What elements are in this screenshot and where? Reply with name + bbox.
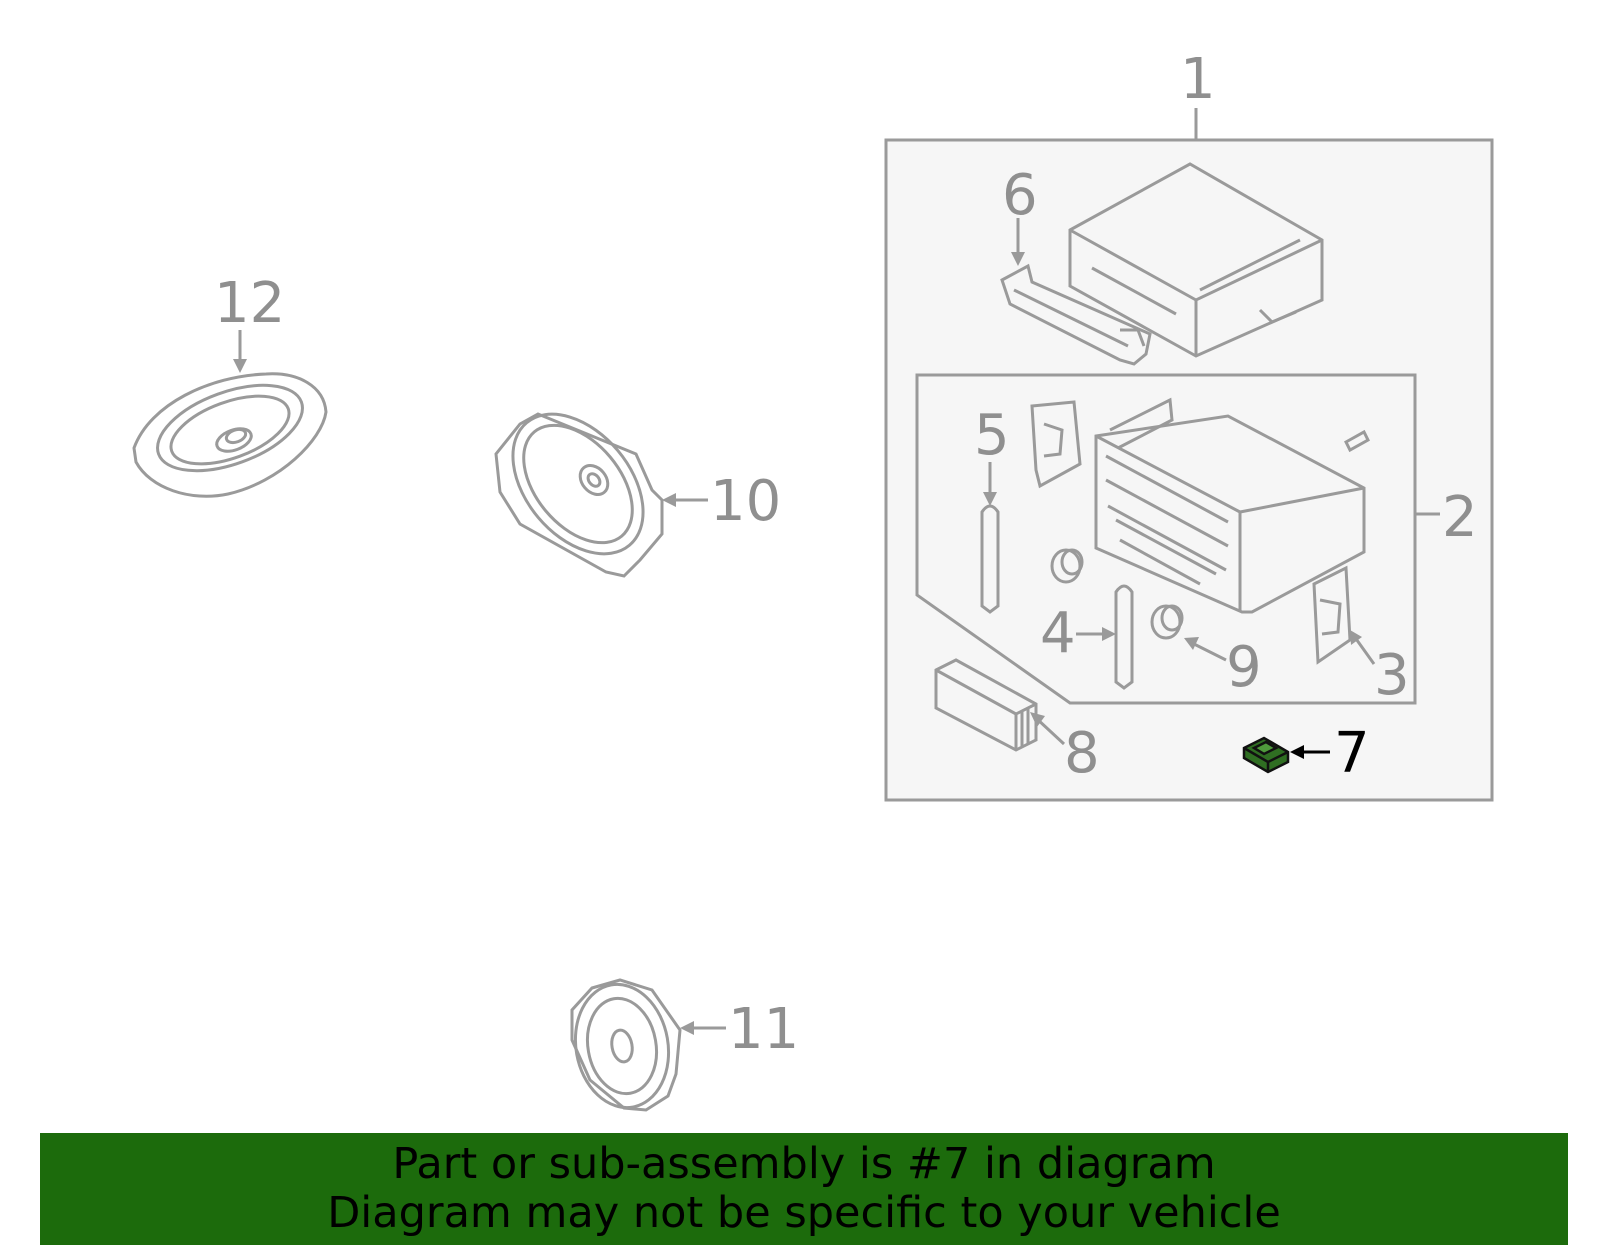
knob-left: [1050, 548, 1084, 584]
callout-1: 1: [1180, 47, 1216, 112]
leader-11-arrow: [680, 1021, 694, 1035]
part-3-bracket: [1312, 565, 1352, 665]
leader-7-arrow: [1290, 745, 1304, 759]
callout-3: 3: [1374, 643, 1410, 708]
leader-3: [1352, 635, 1376, 665]
banner-line-disclaimer: Diagram may not be specific to your vehi…: [327, 1188, 1281, 1238]
leader-9: [1189, 640, 1227, 662]
leader-12-arrow: [233, 359, 247, 373]
callout-10: 10: [710, 469, 782, 534]
callout-6: 6: [1002, 163, 1038, 228]
info-banner: Part or sub-assembly is #7 in diagram Di…: [40, 1133, 1568, 1245]
callout-4: 4: [1040, 601, 1076, 666]
leader-8-arrow: [1030, 712, 1045, 727]
part-5-trim: [980, 504, 1000, 614]
banner-line-part: Part or sub-assembly is #7 in diagram: [392, 1139, 1216, 1189]
callout-8: 8: [1064, 721, 1100, 786]
callout-11: 11: [728, 997, 800, 1062]
callout-12: 12: [214, 271, 286, 336]
callout-2: 2: [1442, 485, 1478, 550]
part-10-speaker: [494, 412, 664, 578]
leader-10-arrow: [662, 493, 676, 507]
part-8-module: [934, 658, 1038, 752]
callout-7: 7: [1334, 721, 1370, 786]
leader-9-arrow: [1184, 637, 1199, 650]
radio-head-unit: [1094, 397, 1366, 614]
leader-8: [1034, 716, 1066, 746]
left-bracket: [1030, 400, 1082, 489]
cd-changer: [1068, 162, 1324, 358]
small-bulb: [1344, 429, 1370, 453]
leader-5-arrow: [983, 492, 997, 506]
part-12-speaker: [132, 372, 328, 498]
part-6-bracket: [1000, 263, 1152, 366]
leader-3-arrow: [1350, 630, 1362, 645]
part-4-trim: [1114, 584, 1134, 690]
part-11-speaker: [570, 978, 682, 1112]
leader-6-arrow: [1011, 252, 1025, 266]
leader-4-arrow: [1102, 627, 1116, 641]
callout-5: 5: [974, 403, 1010, 468]
part-9-knob: [1150, 604, 1184, 640]
part-7-highlighted: [1242, 736, 1290, 774]
callout-9: 9: [1226, 635, 1262, 700]
